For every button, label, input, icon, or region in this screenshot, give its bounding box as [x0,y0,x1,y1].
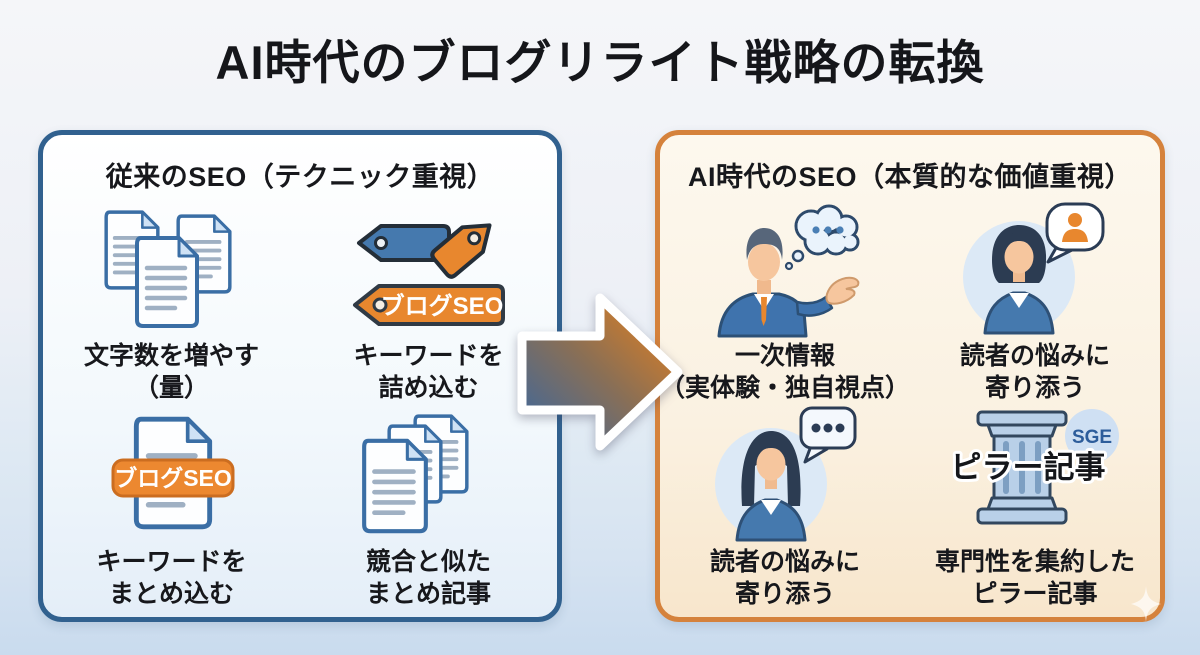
item-label: 専門性を集約した ピラー記事 [934,548,1135,608]
ai-era-seo-panel: AI時代のSEO（本質的な価値重視） [655,130,1165,622]
keyword-tags-icon: ブログSEO [343,198,515,336]
documents-stack-icon [97,198,247,336]
ai-era-seo-grid: 一次情報 （実体験・独自視点） [660,198,1160,610]
item-label: 一次情報 （実体験・独自視点） [660,342,911,402]
item-label: 競合と似た まとめ記事 [365,548,491,608]
transition-arrow [514,288,686,458]
woman-dots-bubble-icon [709,404,861,542]
list-item: SGE ピラー記事 [910,404,1160,610]
pillar-overlay-text: ピラー記事 [951,450,1106,485]
item-label: 読者の悩みに 寄り添う [959,342,1110,402]
woman-person-bubble-icon [959,198,1111,336]
man-thought-bubble-icon [699,198,871,338]
traditional-seo-grid: 文字数を増やす （量） ブログSEO [43,198,557,610]
similar-articles-icon [354,404,504,542]
traditional-seo-heading: 従来のSEO（テクニック重視） [105,162,495,192]
list-item: 一次情報 （実体験・独自視点） [660,198,910,404]
pillar-article-icon: SGE ピラー記事 [920,404,1150,542]
tag-badge-text: ブログSEO [380,292,503,320]
list-item: 読者の悩みに 寄り添う [910,198,1160,404]
seo-document-icon: ブログSEO [105,404,239,542]
ai-era-seo-heading: AI時代のSEO（本質的な価値重視） [687,162,1133,192]
item-label: 読者の悩みに 寄り添う [709,548,860,608]
item-label: 文字数を増やす （量） [83,342,259,402]
item-label: キーワードを まとめ込む [96,548,247,608]
list-item: 競合と似た まとめ記事 [300,404,557,610]
sge-badge-text: SGE [1072,427,1112,448]
list-item: 読者の悩みに 寄り添う [660,404,910,610]
list-item: ブログSEO キーワードを 詰め込む [300,198,557,404]
list-item: ブログSEO キーワードを まとめ込む [43,404,300,610]
traditional-seo-panel: 従来のSEO（テクニック重視） [38,130,562,622]
item-label: キーワードを 詰め込む [353,342,504,402]
sge-badge [1065,409,1119,463]
page-title: AI時代のブログリライト戦略の転換 [215,36,985,89]
sparkle-icon [1128,586,1164,627]
ribbon-badge-text: ブログSEO [114,465,232,491]
list-item: 文字数を増やす （量） [43,198,300,404]
